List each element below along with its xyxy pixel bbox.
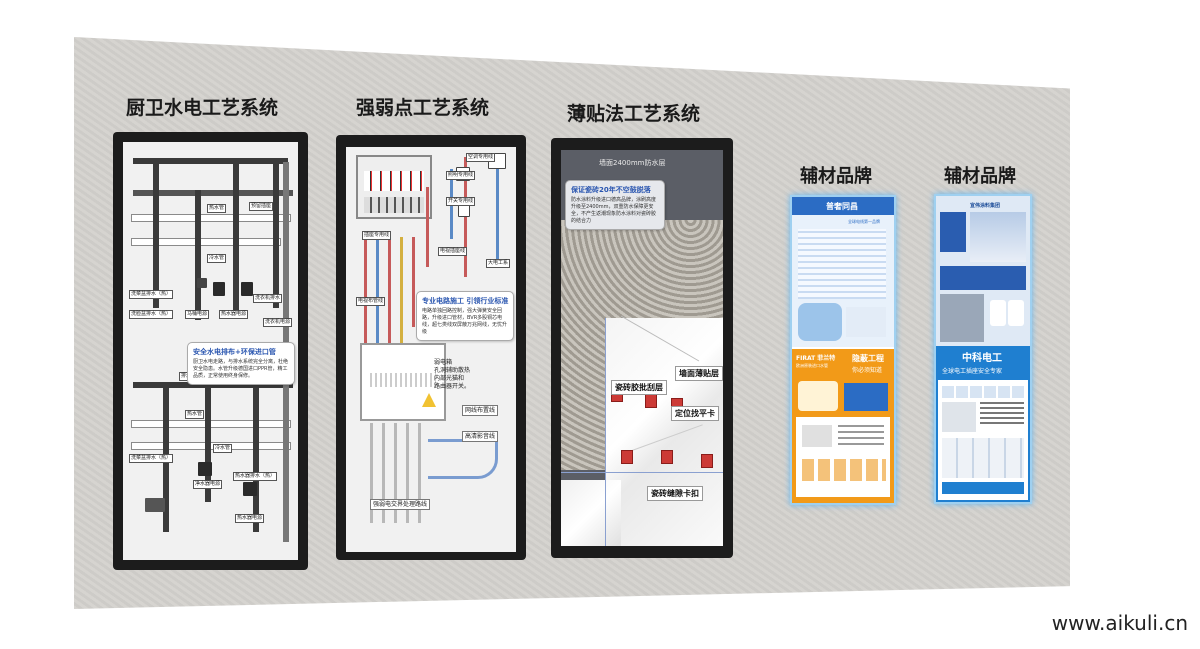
brand-poster-1: 普奢同昌 全球电线第一品牌 FIRAT 菲兰特 欧洲原装进口水管 隐蔽工程 你必… — [790, 195, 896, 505]
tile-header: 墙面2400mm防水层 — [599, 159, 666, 167]
poster1-top-brand: 普奢同昌 — [826, 202, 858, 211]
tag: 冷水管 — [207, 254, 227, 263]
poster1-mid-brand: FIRAT 菲兰特 — [796, 355, 836, 362]
tile-panel-frame: 墙面2400mm防水层 保证瓷砖20年不空鼓脱落 防水涂料升级进口德高品牌，涂刷… — [551, 138, 733, 558]
title-electric-system: 强弱点工艺系统 — [356, 97, 490, 119]
tile-callout-title: 保证瓷砖20年不空鼓脱落 — [571, 186, 651, 194]
label-leveling-clip: 定位找平卡 — [671, 406, 719, 421]
weak-box-note: 弱电箱 孔洞辅助散热 内部光猫和 路由器开关。 — [434, 359, 471, 390]
tag: 马桶电源 — [185, 310, 210, 319]
tag: 照明专用线 — [446, 171, 476, 180]
tag: 热水管 — [185, 410, 205, 419]
electric-callout-body: 电路单独回路控制，强大弹簧安全回路，升级进口管材，BVR多股铜芯电线，超七类线双… — [422, 308, 508, 335]
tag: 洗衣机排水 — [253, 294, 283, 303]
tag: 洗菜盆排水（热） — [129, 290, 174, 299]
site-watermark: www.aikuli.cn — [1051, 611, 1188, 635]
brand-poster-2: 宣伟涂料集团 中科电工 全球电工插座安全专家 — [934, 194, 1032, 504]
kitchen-panel-board: 热水管 冷水管 预留插座 洗菜盆排水（热） 洗脸盆排水（热） 马桶电源 热水器电… — [123, 142, 298, 560]
tag: 大电工系 — [486, 259, 511, 268]
tile-callout: 保证瓷砖20年不空鼓脱落 防水涂料升级进口德高品牌，涂刷高度升级至2400mm，… — [565, 180, 665, 230]
title-tile-system: 薄贴法工艺系统 — [567, 103, 701, 125]
weak-current-box — [360, 343, 446, 421]
poster1-mid-tag1: 隐蔽工程 — [852, 354, 884, 363]
poster2-mid-sub: 全球电工插座安全专家 — [942, 368, 1003, 375]
label-tile-joint-clip: 瓷砖缝隙卡扣 — [647, 486, 703, 501]
kitchen-callout-body: 厨卫水电走路，与排水系统完全分离，杜绝安全隐患。水管升级德国进口PPR管，精工品… — [193, 359, 289, 379]
tag: 冷水管 — [213, 444, 233, 453]
distribution-box — [356, 155, 432, 219]
poster1-mid-sub: 欧洲原装进口水管 — [796, 363, 828, 368]
tag: 电视插座线 — [438, 247, 468, 256]
marble-tile — [605, 315, 723, 546]
kitchen-callout: 安全水电排布+环保进口管 厨卫水电走路，与排水系统完全分离，杜绝安全隐患。水管升… — [187, 342, 295, 385]
electric-callout-title: 专业电路施工 引领行业标准 — [422, 297, 509, 305]
tag: 洗脸盆排水（热） — [129, 310, 174, 319]
poster2-mid-brand: 中科电工 — [962, 353, 1002, 364]
tag: 开关专用线 — [446, 197, 476, 206]
tag: 洗衣机电源 — [263, 318, 293, 327]
tag: 净水器电源 — [193, 480, 223, 489]
poster2-top-brand: 宣伟涂料集团 — [970, 203, 1001, 209]
tag: 空调专用线 — [466, 153, 496, 162]
label-wall-thin-layer: 墙面薄贴层 — [675, 366, 723, 381]
tag: 热水器电源 — [219, 310, 249, 319]
tile-callout-body: 防水涂料升级进口德高品牌，涂刷高度升级至2400mm，双重防水保障更安全，不产生… — [571, 197, 657, 224]
bottom-label: 高清影音线 — [462, 431, 499, 442]
tag: 热水器排水（热） — [233, 472, 278, 481]
label-adhesive-layer: 瓷砖胶批刮层 — [611, 380, 667, 395]
tag: 插座专用线 — [362, 231, 392, 240]
title-brand-1: 辅材品牌 — [800, 166, 872, 187]
electric-panel-board: 弱电箱 孔洞辅助散热 内部光猫和 路由器开关。 空调专用线 照明专用线 开关专用… — [346, 147, 516, 552]
title-kitchen-system: 厨卫水电工艺系统 — [126, 97, 279, 119]
tag: 预留插座 — [249, 202, 274, 211]
title-brand-2: 辅材品牌 — [944, 166, 1016, 187]
tag: 洗菜盆排水（热） — [129, 454, 174, 463]
bottom-label: 网线布置线 — [462, 405, 499, 416]
electric-panel-frame: 弱电箱 孔洞辅助散热 内部光猫和 路由器开关。 空调专用线 照明专用线 开关专用… — [336, 135, 526, 560]
tag: 电视布管线 — [356, 297, 386, 306]
tag: 热水器电源 — [235, 514, 265, 523]
poster1-top-sub: 全球电线第一品牌 — [848, 219, 880, 224]
electric-callout: 专业电路施工 引领行业标准 电路单独回路控制，强大弹簧安全回路，升级进口管材，B… — [416, 291, 514, 341]
tag: 热水管 — [207, 204, 227, 213]
kitchen-callout-title: 安全水电排布+环保进口管 — [193, 348, 276, 356]
poster1-mid-tag2: 你必须知道 — [852, 367, 883, 374]
kitchen-panel-frame: 热水管 冷水管 预留插座 洗菜盆排水（热） 洗脸盆排水（热） 马桶电源 热水器电… — [113, 132, 308, 570]
tile-panel-board: 墙面2400mm防水层 保证瓷砖20年不空鼓脱落 防水涂料升级进口德高品牌，涂刷… — [561, 150, 723, 546]
bottom-label: 强弱电交界处理路线 — [370, 499, 431, 510]
